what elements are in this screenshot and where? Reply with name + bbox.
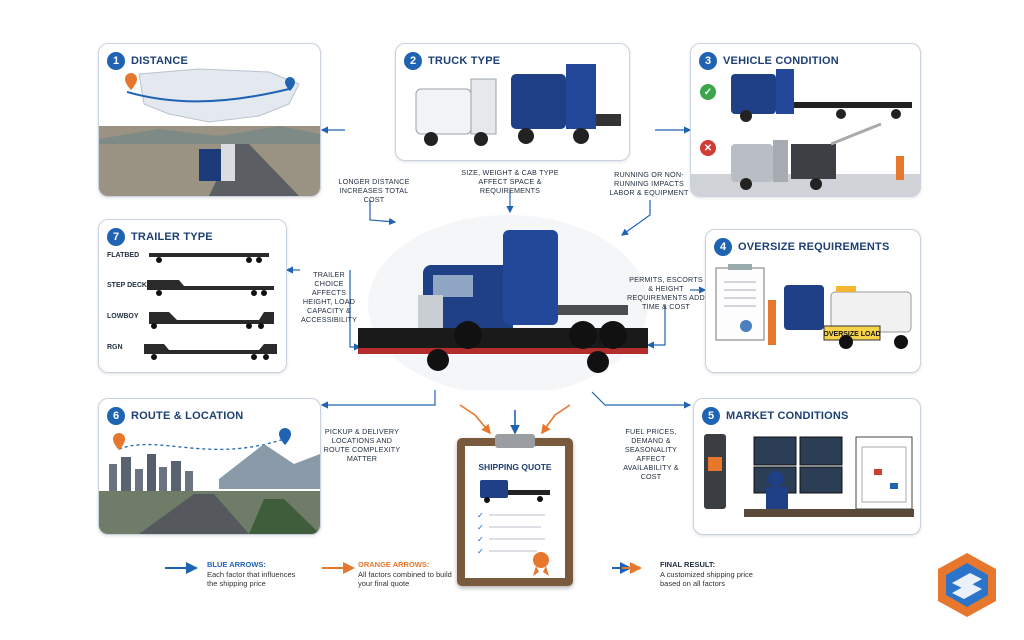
step-number: 3: [699, 52, 717, 70]
card-title: MARKET CONDITIONS: [726, 410, 849, 422]
legend-final-title: FINAL RESULT:: [660, 560, 716, 569]
svg-text:✓: ✓: [477, 511, 484, 520]
note-route: PICKUP & DELIVERY LOCATIONS AND ROUTE CO…: [323, 427, 401, 463]
pin-blue-icon: [285, 77, 295, 91]
trailer-label-lowboy: LOWBOY: [107, 313, 139, 320]
note-oversize: PERMITS, ESCORTS & HEIGHT REQUIREMENTS A…: [627, 275, 705, 311]
svg-text:✓: ✓: [477, 547, 484, 556]
step-number: 4: [714, 238, 732, 256]
card-title: ROUTE & LOCATION: [131, 410, 244, 422]
card-truck-type: 2 TRUCK TYPE: [395, 43, 630, 161]
card-title: OVERSIZE REQUIREMENTS: [738, 241, 890, 253]
arrow-market: [591, 391, 692, 409]
trailer-scene: [144, 253, 277, 360]
arrow-route: [320, 390, 436, 409]
step-number: 7: [107, 228, 125, 246]
card-title: TRUCK TYPE: [428, 55, 501, 67]
distance-scene: [99, 68, 320, 196]
trailer-label-rgn: RGN: [107, 344, 123, 351]
legend-final: FINAL RESULT:A customized shipping price…: [660, 560, 755, 589]
trailer-label-step-deck: STEP DECK: [107, 282, 147, 289]
legend-final-text: A customized shipping price based on all…: [660, 569, 753, 589]
check-icon: ✓: [700, 84, 716, 100]
card-oversize: 4 OVERSIZE REQUIREMENTS OVERSIZE LOAD: [705, 229, 921, 373]
legend-orange-text: All factors combined to build your final…: [358, 569, 452, 589]
condition-scene: [691, 69, 920, 196]
calendar-icon: [855, 436, 913, 510]
oversize-sign: OVERSIZE LOAD: [823, 331, 880, 338]
award-seal-icon: [533, 552, 549, 568]
fuel-pump-icon: [704, 434, 726, 509]
pin-orange-icon: [113, 433, 125, 450]
card-title: TRAILER TYPE: [131, 231, 213, 243]
svg-text:✓: ✓: [477, 535, 484, 544]
legend-blue-title: BLUE ARROWS:: [207, 560, 266, 569]
card-title: VEHICLE CONDITION: [723, 55, 839, 67]
note-trailer-type: TRAILER CHOICE AFFECTS HEIGHT, LOAD CAPA…: [300, 270, 358, 324]
pin-blue-icon: [279, 428, 291, 445]
card-vehicle-condition: 3 VEHICLE CONDITION ✓ ✕: [690, 43, 921, 197]
legend-orange-title: ORANGE ARROWS:: [358, 560, 430, 569]
legend-blue: BLUE ARROWS:Each factor that influences …: [207, 560, 307, 589]
svg-text:✓: ✓: [477, 523, 484, 532]
note-vehicle-condition: RUNNING OR NON-RUNNING IMPACTS LABOR & E…: [609, 170, 689, 197]
arrow-to-quote-1: [459, 404, 492, 435]
step-number: 2: [404, 52, 422, 70]
pin-orange-icon: [125, 73, 137, 90]
legend-orange: ORANGE ARROWS:All factors combined to bu…: [358, 560, 453, 589]
arrow-condition-down: [621, 200, 651, 236]
card-title: DISTANCE: [131, 55, 189, 67]
center-truck-illustration: [358, 215, 648, 390]
cross-icon: ✕: [700, 140, 716, 156]
brand-logo-icon: [938, 553, 996, 617]
card-trailer-type: 7 TRAILER TYPE FLATBED STEP DECK LOWBOY R…: [98, 219, 287, 373]
seal-icon: [740, 320, 752, 332]
shipping-quote: SHIPPING QUOTE ✓ ✓ ✓ ✓: [457, 434, 573, 586]
step-number: 6: [107, 407, 125, 425]
step-number: 1: [107, 52, 125, 70]
arrow-trailer: [349, 270, 362, 351]
market-scene: [704, 434, 914, 517]
note-truck-type: SIZE, WEIGHT & CAB TYPE AFFECT SPACE & R…: [461, 168, 559, 195]
note-market: FUEL PRICES, DEMAND & SEASONALITY AFFECT…: [623, 427, 679, 481]
quote-title: SHIPPING QUOTE: [478, 462, 552, 472]
route-scene: [99, 428, 320, 534]
card-distance: 1 DISTANCE: [98, 43, 321, 197]
trailer-label-flatbed: FLATBED: [107, 252, 140, 259]
center-truck: [358, 210, 658, 390]
step-number: 5: [702, 407, 720, 425]
card-route: 6 ROUTE & LOCATION: [98, 398, 321, 535]
arrow-oversize-down: [646, 305, 666, 349]
quote-content: ✓ ✓ ✓ ✓: [477, 480, 550, 576]
legend-blue-text: Each factor that influences the shipping…: [207, 569, 296, 589]
oversize-scene: OVERSIZE LOAD: [715, 264, 912, 349]
note-distance: LONGER DISTANCE INCREASES TOTAL COST: [338, 177, 410, 204]
arrow-distance: [369, 200, 397, 226]
truck-type-scene: [415, 64, 621, 146]
arrow-to-quote-3: [541, 404, 571, 435]
card-market: 5 MARKET CONDITIONS: [693, 398, 921, 535]
